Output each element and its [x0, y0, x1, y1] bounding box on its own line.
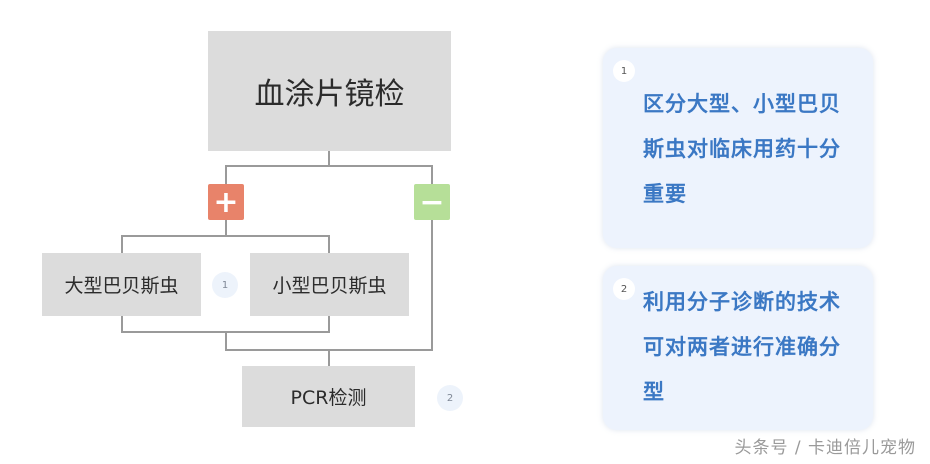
watermark: 头条号 / 卡迪倍儿宠物: [734, 438, 916, 458]
note-card-2: 2 利用分子诊断的技术可对两者进行准确分型: [603, 266, 873, 430]
node-small-babesia-label: 小型巴贝斯虫: [272, 275, 387, 297]
note-card-text: 区分大型、小型巴贝斯虫对临床用药十分重要: [643, 92, 841, 206]
note-marker-2[interactable]: 2: [437, 385, 463, 411]
node-pcr-test[interactable]: PCR检测: [242, 366, 415, 427]
connector: [121, 235, 330, 237]
node-large-babesia-label: 大型巴贝斯虫: [64, 275, 179, 297]
marker-number: 2: [446, 392, 454, 404]
note-card-1: 1 区分大型、小型巴贝斯虫对临床用药十分重要: [603, 48, 873, 248]
node-small-babesia[interactable]: 小型巴贝斯虫: [250, 253, 409, 316]
note-card-text: 利用分子诊断的技术可对两者进行准确分型: [643, 290, 841, 404]
connector: [328, 151, 330, 166]
connector: [225, 165, 433, 167]
minus-icon: −: [419, 184, 445, 220]
connector: [328, 349, 330, 367]
connector: [328, 235, 330, 253]
connector: [328, 316, 330, 332]
note-card-number: 1: [613, 60, 635, 82]
root-node-blood-smear[interactable]: 血涂片镜检: [208, 31, 451, 151]
node-pcr-label: PCR检测: [290, 387, 367, 409]
node-large-babesia[interactable]: 大型巴贝斯虫: [42, 253, 201, 316]
marker-number: 1: [221, 279, 229, 291]
connector: [225, 220, 227, 236]
connector: [225, 165, 227, 185]
connector: [121, 316, 123, 332]
note-card-number: 2: [613, 278, 635, 300]
connector: [431, 220, 433, 351]
connector: [121, 235, 123, 253]
note-marker-1[interactable]: 1: [212, 272, 238, 298]
root-node-label: 血涂片镜检: [254, 77, 405, 112]
plus-icon: +: [213, 184, 239, 220]
note-number-text: 2: [620, 283, 628, 295]
note-number-text: 1: [620, 65, 628, 77]
connector: [431, 165, 433, 185]
positive-branch-badge: +: [208, 184, 244, 220]
negative-branch-badge: −: [414, 184, 450, 220]
connector: [225, 331, 227, 351]
